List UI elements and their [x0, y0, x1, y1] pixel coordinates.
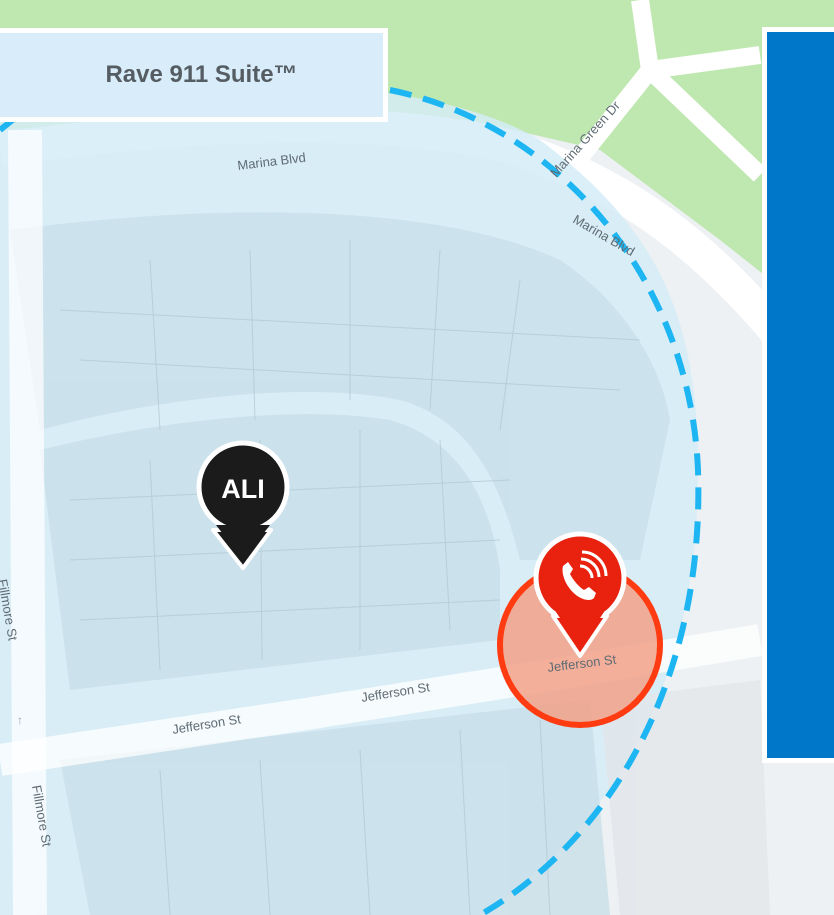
search-radius-ring	[389, 87, 702, 915]
road-marina-green-dr	[562, 0, 767, 182]
ali-marker-label: ALI	[221, 474, 265, 504]
title-bar: Rave 911 Suite™	[0, 28, 388, 122]
app-title: Rave 911 Suite™	[105, 61, 298, 88]
phone-call-icon	[562, 550, 608, 600]
one-way-arrow-icon: ↑	[17, 713, 23, 727]
caller-marker[interactable]	[533, 531, 627, 658]
building-blocks	[10, 212, 770, 915]
road-fillmore-st	[8, 129, 47, 915]
building-outlines	[59, 240, 641, 915]
side-panel	[762, 27, 834, 763]
ali-marker[interactable]: ALI	[196, 440, 290, 570]
